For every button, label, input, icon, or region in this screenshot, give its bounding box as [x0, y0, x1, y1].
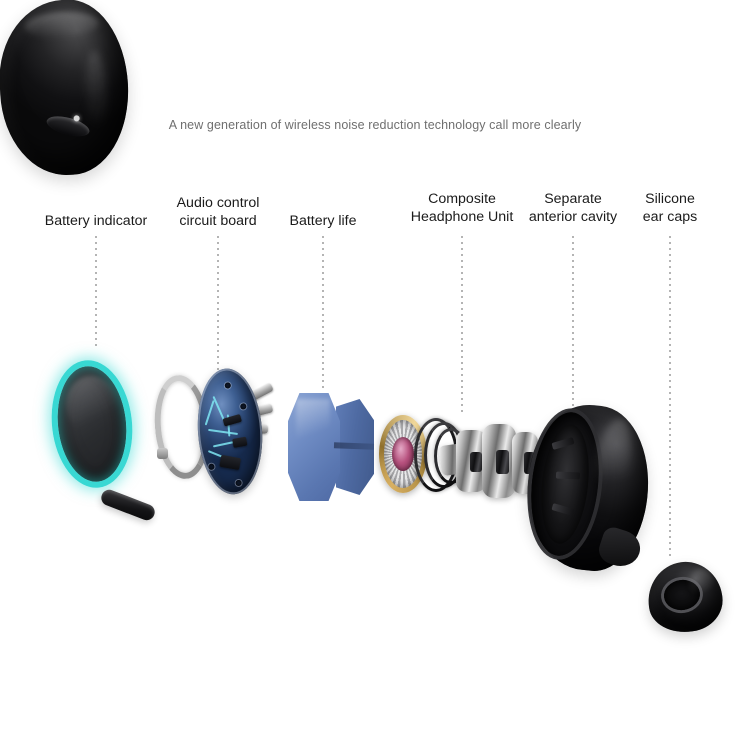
ear-cap-highlight — [690, 568, 714, 598]
page-subtitle: A new generation of wireless noise reduc… — [168, 118, 582, 132]
callout-line-1: Battery indicator — [44, 213, 148, 229]
callout-line-2: ear caps — [642, 209, 698, 225]
battery-front-face — [288, 393, 340, 501]
callout-label-battery-indicator: Battery indicator — [45, 212, 148, 230]
battery-highlight — [296, 399, 330, 443]
chrome-groove-2 — [496, 450, 509, 474]
leader-line-battery-life — [322, 236, 324, 388]
callout-line-1: Composite — [428, 191, 496, 207]
housing-highlight — [24, 10, 100, 40]
housing-side-highlight — [84, 49, 109, 129]
callout-line-1: Silicone — [645, 191, 695, 207]
callout-label-battery-life: Battery life — [289, 212, 356, 230]
callout-line-1: Separate — [544, 191, 602, 207]
callout-label-composite-headphone-unit: Composite Headphone Unit — [411, 190, 514, 226]
leader-line-audio-control-circuit-board — [217, 236, 219, 372]
leader-line-composite-headphone-unit — [461, 236, 463, 416]
leader-line-separate-anterior-cavity — [572, 236, 574, 408]
leader-line-silicone-ear-caps — [669, 236, 671, 556]
battery-indicator-ring — [45, 356, 139, 492]
callout-line-1: Audio control — [176, 195, 260, 211]
pcb-substrate — [193, 366, 267, 497]
audio-control-pcb — [193, 366, 279, 497]
cyan-glow-ring — [45, 356, 139, 492]
housing-notch — [44, 112, 92, 141]
callout-label-silicone-ear-caps: Silicone ear caps — [643, 190, 697, 226]
cavity-rib — [555, 471, 581, 480]
battery-cell — [288, 393, 375, 501]
metal-ring-tab — [157, 448, 168, 459]
callout-line-1: Battery life — [289, 213, 357, 229]
callout-line-2: Headphone Unit — [410, 209, 514, 225]
callout-line-2: circuit board — [179, 213, 257, 229]
callout-label-audio-control-circuit-board: Audio control circuit board — [177, 194, 260, 230]
callout-label-separate-anterior-cavity: Separate anterior cavity — [529, 190, 617, 226]
leader-line-battery-indicator — [95, 236, 97, 348]
chrome-groove-1 — [470, 452, 482, 472]
driver-center-dome — [392, 437, 414, 471]
rubber-fin-accessory — [98, 487, 158, 523]
pcb-edge — [193, 366, 267, 497]
earbud-back-housing — [0, 0, 133, 179]
callout-line-2: anterior cavity — [528, 209, 618, 225]
